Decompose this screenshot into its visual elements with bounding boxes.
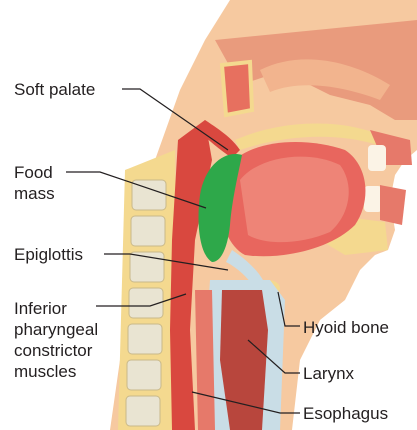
sphenoid-sinus: [222, 62, 252, 115]
hyoid-bone-label: Hyoid bone: [303, 317, 389, 338]
lower-lip: [380, 185, 406, 225]
tongue-shading: [240, 157, 349, 243]
food-mass-label: Food mass: [14, 162, 55, 204]
esophagus-shape: [195, 290, 215, 430]
esophagus-label: Esophagus: [303, 403, 388, 424]
vertebra: [128, 324, 162, 354]
upper-tooth: [368, 145, 386, 171]
lower-tooth: [364, 186, 382, 212]
inferior-muscles-label: Inferior pharyngeal constrictor muscles: [14, 298, 98, 382]
vertebra: [131, 216, 165, 246]
vertebra: [126, 396, 160, 426]
larynx-label: Larynx: [303, 363, 354, 384]
epiglottis-label: Epiglottis: [14, 244, 83, 265]
vertebra: [127, 360, 161, 390]
soft-palate-label: Soft palate: [14, 79, 95, 100]
